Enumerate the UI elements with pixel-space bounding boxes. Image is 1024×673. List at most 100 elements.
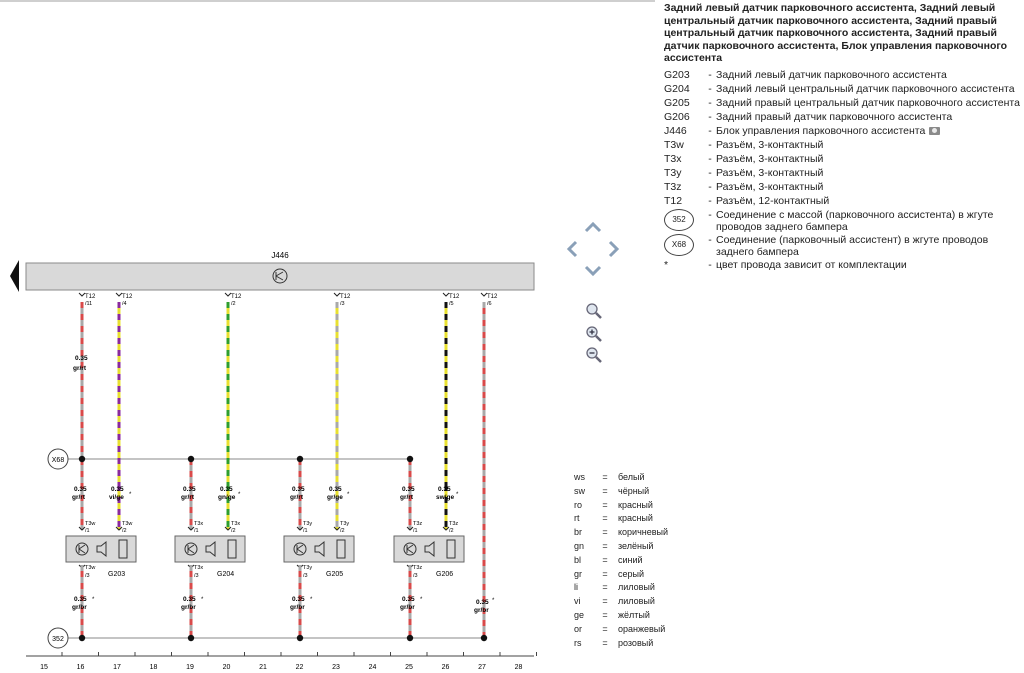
junction-dot (406, 455, 414, 463)
junction-dot (187, 455, 195, 463)
legend-row: J446-Блок управления парковочного ассист… (664, 124, 1024, 138)
speaker-icon (205, 540, 216, 558)
pan-right-icon[interactable] (608, 240, 620, 258)
wire-code-label: gr/br (72, 604, 87, 611)
conn-label: T3x (231, 521, 240, 527)
wire-code-label: gr/rt (181, 494, 195, 501)
zoom-out-icon[interactable] (585, 346, 603, 364)
t12-label: T12 (122, 294, 133, 300)
ground-label: 352 (52, 636, 64, 643)
legend-row: G206-Задний правый датчик парковочного а… (664, 110, 1024, 124)
ruler-number: 20 (223, 664, 231, 671)
color-code: gn (574, 540, 585, 551)
ruler-number: 19 (186, 664, 194, 671)
legend-text: Блок управления парковочного ассистента (716, 124, 1024, 138)
wire-code-label: gr/br (290, 604, 305, 611)
pan-down-icon[interactable] (584, 265, 602, 277)
pin-arrow-icon (224, 292, 232, 297)
color-name: серый (618, 568, 645, 579)
color-row: br=коричневый (574, 527, 668, 539)
legend-note-row: *-цвет провода зависит от комплектации (664, 258, 1024, 272)
color-eq: = (602, 513, 608, 524)
pin-arrow-icon (333, 292, 341, 297)
ruler-number: 28 (515, 664, 523, 671)
color-name: красный (618, 499, 653, 510)
color-eq: = (602, 609, 608, 620)
color-code: or (574, 623, 583, 634)
color-eq: = (602, 623, 608, 634)
legend-dash: - (708, 152, 712, 165)
legend-row: 352-Соединение с массой (парковочного ас… (664, 208, 1024, 233)
wire-code-label: gr/rt (72, 494, 86, 501)
legend-text: Разъём, 3-контактный (716, 166, 824, 179)
zoom-fit-icon[interactable] (585, 302, 603, 320)
top-separator (0, 0, 655, 2)
unit-label: J446 (271, 251, 289, 260)
conn-label: T3w (122, 521, 132, 527)
wire-code-label: gr/rt (290, 494, 304, 501)
wire-size-label: 0.35 (476, 599, 489, 606)
legend-text: Разъём, 3-контактный (716, 152, 824, 165)
color-code: rt (574, 513, 580, 524)
color-row: ro=красный (574, 500, 668, 512)
legend-dash: - (708, 68, 712, 81)
wires-layer: T12/11T12/4T12/2T12/3T12/5T12/60.35gr/rt… (72, 292, 498, 642)
pin-arrow-icon (224, 526, 232, 531)
pin-arrow-icon (187, 526, 195, 531)
color-row: rs=розовый (574, 638, 668, 650)
sensor-name: G206 (436, 571, 453, 578)
element-icon (446, 539, 456, 559)
color-row: vi=лиловый (574, 596, 668, 608)
color-eq: = (602, 582, 608, 593)
sensor-name: G203 (108, 571, 125, 578)
color-name: красный (618, 513, 653, 524)
ruler-number: 15 (40, 664, 48, 671)
legend-dash: - (708, 208, 712, 221)
pin-arrow-icon (406, 526, 414, 531)
color-row: li=лиловый (574, 582, 668, 594)
wire-size-label: 0.35 (292, 596, 305, 603)
sensor-name: G204 (217, 571, 234, 578)
t12-label: T12 (231, 294, 242, 300)
color-name: белый (618, 472, 645, 482)
star-mark: * (92, 597, 95, 603)
junction-dot (296, 455, 304, 463)
t12-pin: /4 (122, 301, 127, 307)
color-code: gr (574, 568, 583, 579)
legend-row: T3w-Разъём, 3-контактный (664, 138, 1024, 152)
ruler-number: 24 (369, 664, 377, 671)
wire-code-label: vi/ge (109, 494, 124, 501)
legend-circle: X68 (664, 233, 694, 256)
color-eq: = (602, 568, 608, 579)
speaker-icon (314, 540, 325, 558)
sensor-g204: G204 (174, 535, 246, 578)
ruler-number: 18 (150, 664, 158, 671)
left-arrow-icon[interactable] (10, 260, 19, 292)
note-text: цвет провода зависит от комплектации (716, 258, 907, 271)
wire-code-label: gr/ge (327, 494, 343, 501)
pan-up-icon[interactable] (584, 221, 602, 233)
legend-code: T3w (664, 138, 684, 151)
junction-dot (296, 634, 304, 642)
ruler-number: 26 (442, 664, 450, 671)
color-row: ws=белый (574, 472, 668, 484)
t12-label: T12 (487, 294, 498, 300)
conn-pin: /3 (303, 573, 308, 579)
color-code: li (574, 582, 578, 593)
sensor-symbol-icon (403, 542, 417, 556)
color-name: синий (618, 554, 643, 565)
zoom-in-icon[interactable] (585, 325, 603, 343)
camera-icon[interactable] (929, 126, 941, 135)
pan-left-icon[interactable] (566, 240, 578, 258)
legend-row: T3z-Разъём, 3-контактный (664, 180, 1024, 194)
color-code: br (574, 527, 583, 538)
sensor-g203: G203 (65, 535, 137, 578)
conn-label: T3z (413, 521, 422, 527)
legend-text: Соединение (парковочный ассистент) в жгу… (716, 233, 989, 258)
wire-code-label: gn/ge (218, 494, 236, 501)
legend-dash: - (708, 124, 712, 137)
color-row: ge=жёлтый (574, 610, 668, 622)
color-name: жёлтый (618, 609, 650, 620)
conn-pin: /2 (340, 528, 345, 534)
